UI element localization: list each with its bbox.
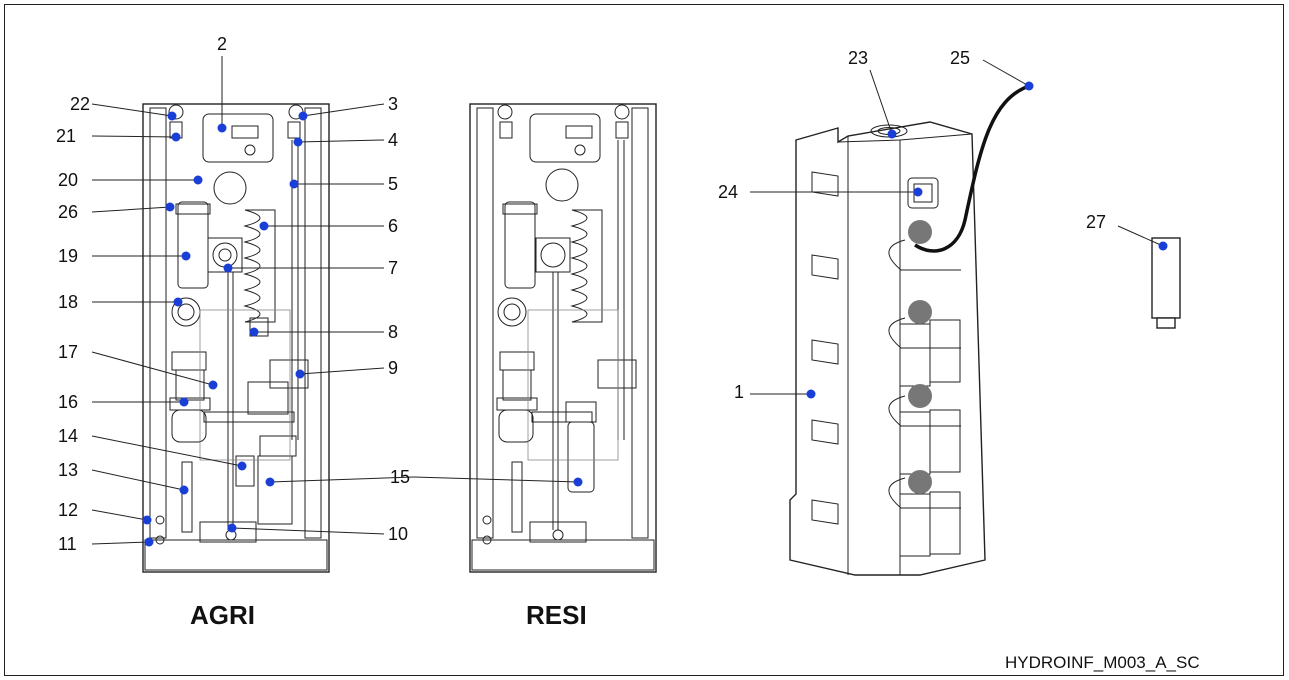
callout-label-12: 12 <box>58 500 78 520</box>
callout-marker-24 <box>913 187 923 197</box>
callout-leader-13 <box>91 469 185 491</box>
callout-label-11: 11 <box>58 534 77 554</box>
callout-marker-26 <box>165 202 175 212</box>
callout-marker-15 <box>573 477 583 487</box>
callout-marker-10 <box>227 523 237 533</box>
callout-label-15: 15 <box>390 467 410 487</box>
callout-marker-25 <box>1024 81 1034 91</box>
callout-label-25: 25 <box>950 48 970 68</box>
callout-leader-15 <box>269 476 415 483</box>
callout-marker-5 <box>289 179 299 189</box>
cable <box>914 84 1030 253</box>
callout-leader-15 <box>413 476 579 483</box>
callout-marker-18 <box>173 297 183 307</box>
callout-leader-14 <box>91 435 243 467</box>
callout-label-13: 13 <box>58 460 78 480</box>
callout-marker-27 <box>1158 241 1168 251</box>
callout-leader-26 <box>91 206 171 213</box>
callout-label-8: 8 <box>388 322 398 342</box>
callout-label-26: 26 <box>58 202 78 222</box>
callout-label-14: 14 <box>58 426 78 446</box>
callout-leader-21 <box>91 135 177 138</box>
callout-marker-14 <box>237 461 247 471</box>
callout-marker-1 <box>806 389 816 399</box>
callout-leader-4 <box>297 139 385 143</box>
callout-label-20: 20 <box>58 170 78 190</box>
callout-label-18: 18 <box>58 292 78 312</box>
housing-case <box>789 121 986 576</box>
callout-leader-22 <box>91 103 173 117</box>
agri-label: AGRI <box>190 600 255 630</box>
sensor-part <box>1151 237 1181 329</box>
callout-marker-7 <box>223 263 233 273</box>
callout-label-17: 17 <box>58 342 78 362</box>
callout-marker-15 <box>265 477 275 487</box>
drawing-frame <box>4 4 1284 676</box>
callout-leader-25 <box>982 59 1030 87</box>
callout-marker-2 <box>217 123 227 133</box>
callout-label-6: 6 <box>388 216 398 236</box>
callout-label-2: 2 <box>217 34 227 54</box>
callout-marker-23 <box>887 129 897 139</box>
agri-unit <box>142 103 330 573</box>
callout-label-7: 7 <box>388 258 398 278</box>
callout-marker-20 <box>193 175 203 185</box>
callout-marker-16 <box>179 397 189 407</box>
callout-leader-27 <box>1117 225 1164 247</box>
resi-unit <box>469 103 657 573</box>
callout-marker-12 <box>142 515 152 525</box>
callout-marker-21 <box>171 132 181 142</box>
callout-leader-9 <box>299 367 385 375</box>
callout-marker-4 <box>293 137 303 147</box>
callout-marker-13 <box>179 485 189 495</box>
callout-marker-6 <box>259 221 269 231</box>
callout-marker-17 <box>208 380 218 390</box>
callout-leader-23 <box>869 69 893 135</box>
callout-label-23: 23 <box>848 48 868 68</box>
callout-leader-3 <box>302 103 385 117</box>
drawing-code: HYDROINF_M003_A_SC <box>1005 653 1200 672</box>
callout-label-9: 9 <box>388 358 398 378</box>
callout-leader-10 <box>231 527 385 535</box>
callout-label-19: 19 <box>58 246 78 266</box>
callout-label-3: 3 <box>388 94 398 114</box>
resi-label: RESI <box>526 600 587 630</box>
callout-label-24: 24 <box>718 182 738 202</box>
callout-label-16: 16 <box>58 392 78 412</box>
callout-label-5: 5 <box>388 174 398 194</box>
callout-marker-3 <box>298 111 308 121</box>
callout-leader-11 <box>91 541 150 545</box>
callout-marker-22 <box>167 111 177 121</box>
callout-marker-19 <box>181 251 191 261</box>
callout-label-22: 22 <box>70 94 90 114</box>
callout-label-21: 21 <box>56 126 76 146</box>
callout-marker-9 <box>295 369 305 379</box>
callout-marker-11 <box>144 537 154 547</box>
callout-label-1: 1 <box>734 382 744 402</box>
callout-label-27: 27 <box>1086 212 1106 232</box>
callout-marker-8 <box>249 327 259 337</box>
callout-leader-17 <box>91 351 214 386</box>
callout-label-10: 10 <box>388 524 408 544</box>
callout-label-4: 4 <box>388 130 398 150</box>
callout-leader-12 <box>91 509 148 521</box>
